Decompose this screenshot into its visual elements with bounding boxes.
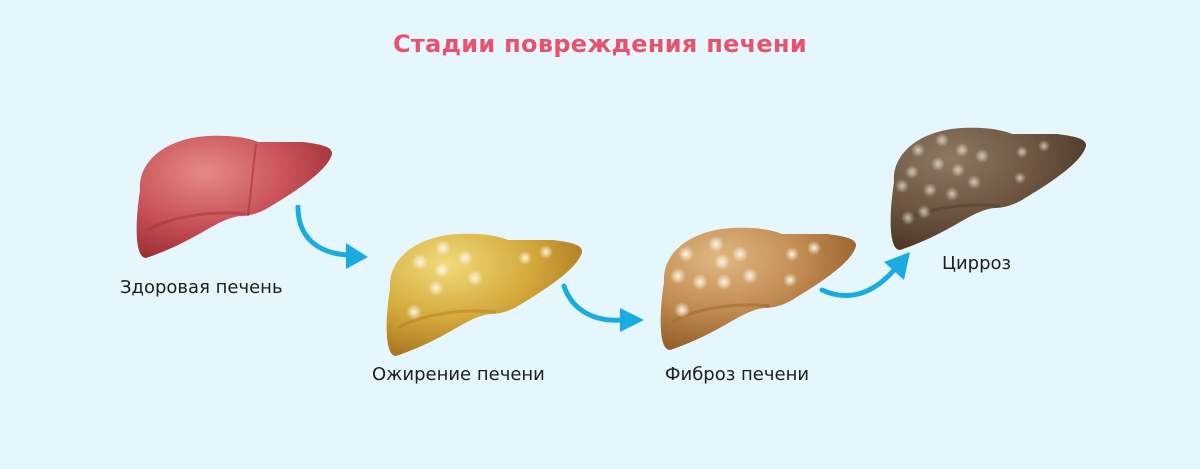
diagram-title: Стадии повреждения печени bbox=[392, 30, 808, 58]
fatty-liver-illustration bbox=[386, 233, 583, 356]
arrow-icon bbox=[819, 252, 910, 299]
stage-label-fibrosis: Фиброз печени bbox=[665, 364, 810, 385]
stage-label-fatty: Ожирение печени bbox=[372, 364, 545, 385]
cirrhosis-liver-illustration bbox=[890, 127, 1087, 250]
arrow-icon bbox=[295, 205, 368, 269]
fibrosis-liver-illustration bbox=[660, 227, 857, 350]
arrow-icon bbox=[561, 283, 644, 332]
stage-label-cirrhosis: Цирроз bbox=[942, 253, 1012, 274]
stage-label-healthy: Здоровая печень bbox=[120, 277, 283, 298]
healthy-liver-illustration bbox=[136, 135, 333, 258]
